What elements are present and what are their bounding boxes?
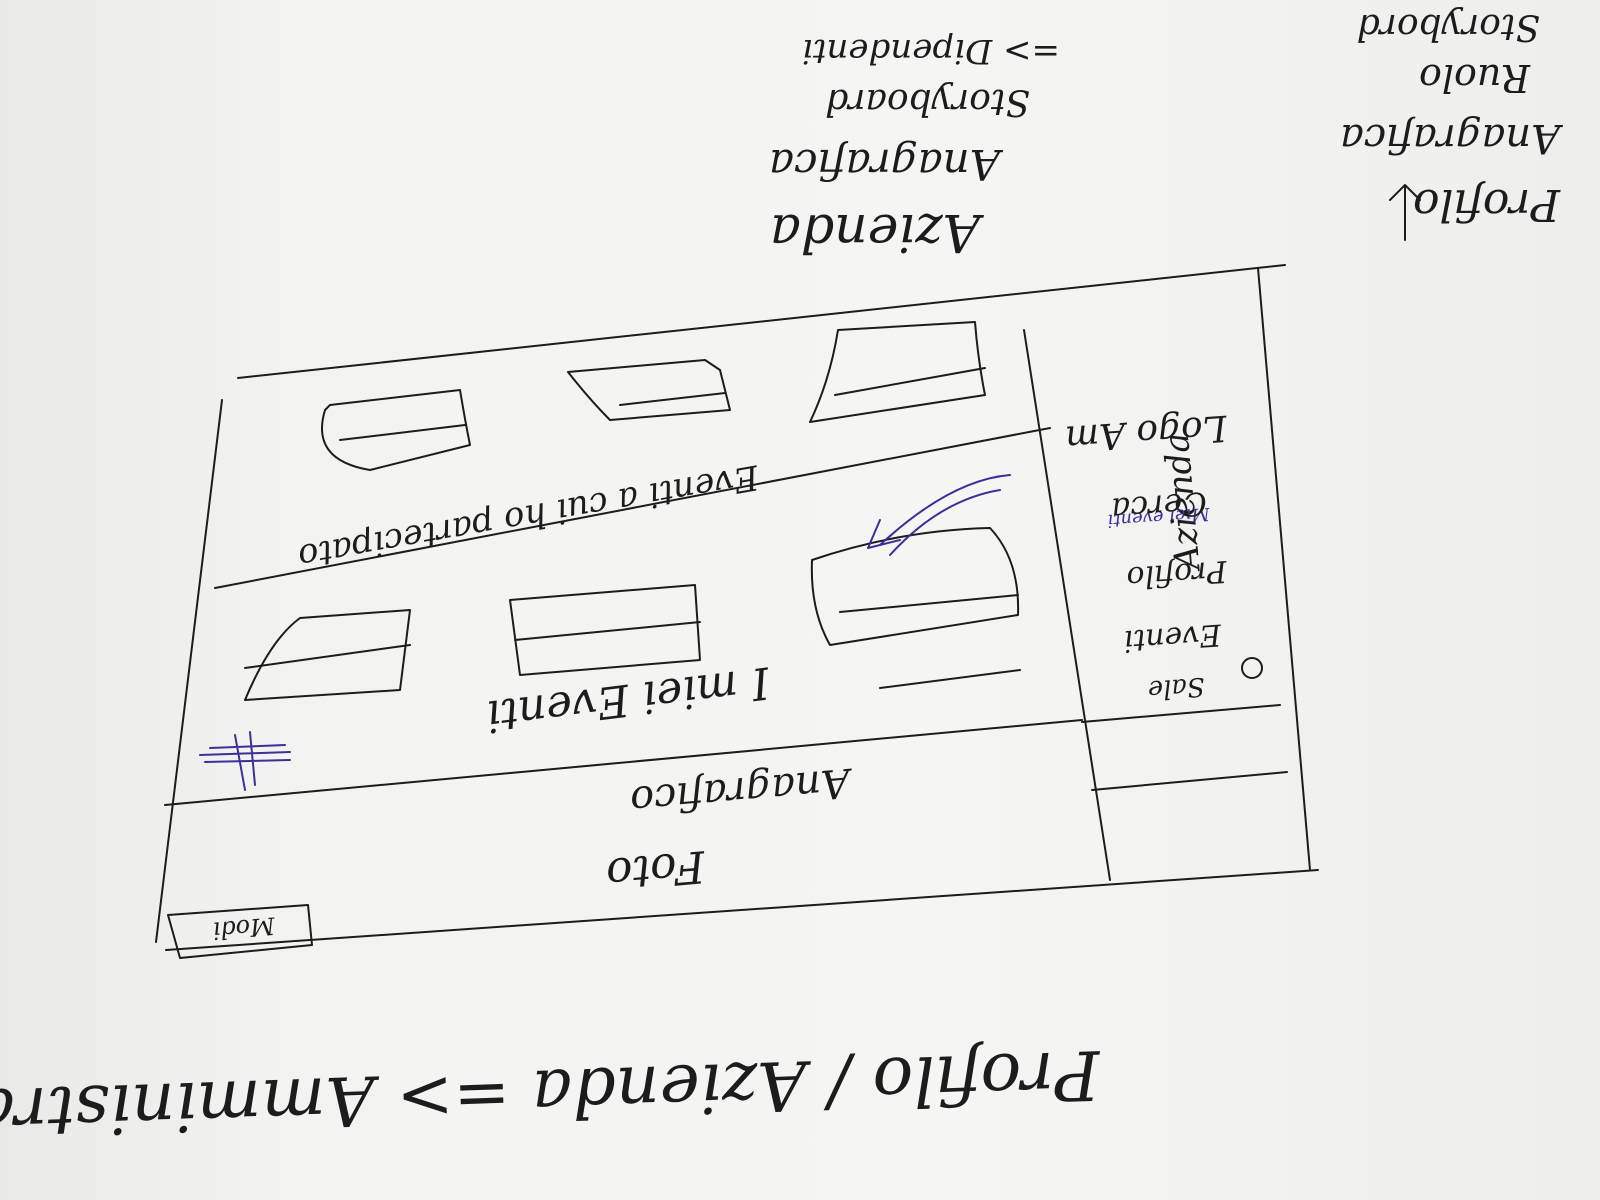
scribble-lines bbox=[199, 731, 291, 791]
button-label: Modi bbox=[212, 911, 277, 944]
note-anagrafica-azienda: Anagrafica bbox=[769, 140, 1004, 189]
arrow-stroke bbox=[889, 489, 1001, 556]
note-storybord: Storybord bbox=[1357, 6, 1540, 47]
wireframe-frame bbox=[155, 264, 1319, 951]
frame-top-line bbox=[237, 264, 1286, 379]
note-storyboard: Storyboard bbox=[825, 81, 1030, 122]
section2-title: I miei Eventi bbox=[484, 656, 773, 741]
frame-left-line bbox=[155, 399, 223, 943]
top-right-notes: Profilo Anagrafica Ruolo Storybord bbox=[1340, 6, 1564, 230]
sidebar-item-logo[interactable]: Logo Am bbox=[1064, 407, 1229, 459]
event-card-bar bbox=[834, 367, 986, 396]
title-underline bbox=[879, 669, 1021, 689]
sidebar-item-cerca[interactable]: Cerca bbox=[1110, 484, 1208, 529]
modify-button[interactable] bbox=[167, 904, 313, 959]
frame-right-line bbox=[1257, 267, 1311, 871]
frame-bottom-line bbox=[165, 869, 1319, 951]
note-azienda: Azienda bbox=[770, 202, 984, 262]
sidebar-item-eventi[interactable]: Eventi bbox=[1123, 616, 1224, 658]
scribble-mark bbox=[199, 731, 291, 791]
profile-title-group: Anagrafico bbox=[628, 758, 855, 823]
section-divider-1 bbox=[214, 427, 1051, 589]
profile-icon bbox=[1241, 657, 1263, 679]
sidebar-separator-1 bbox=[1081, 704, 1281, 723]
photo-label-group: Foto bbox=[604, 840, 708, 900]
sidebar-item-profilo[interactable]: Profilo bbox=[1125, 553, 1228, 595]
event-card-bar bbox=[619, 392, 726, 406]
note-ruolo: Ruolo bbox=[1419, 56, 1531, 100]
arrow-head bbox=[867, 519, 901, 549]
event-card[interactable] bbox=[321, 389, 471, 471]
top-center-notes: Azienda Anagrafica Storyboard => Dipende… bbox=[769, 31, 1060, 262]
section1-title: Eventi a cui ho partecipato bbox=[295, 456, 762, 577]
section-divider-2 bbox=[164, 719, 1083, 806]
event-card[interactable] bbox=[244, 609, 411, 701]
sidebar-item-sale[interactable]: Sale bbox=[1147, 671, 1206, 705]
event-card-row-top bbox=[321, 321, 986, 471]
photo-label: Foto bbox=[604, 840, 708, 900]
event-card-bar bbox=[244, 644, 411, 669]
section2-title-group: I miei Eventi bbox=[484, 656, 773, 741]
profile-title: Anagrafico bbox=[628, 758, 855, 823]
event-card[interactable] bbox=[509, 584, 701, 676]
bottom-caption: Profilo / Azienda => Amministratore bbox=[0, 1034, 1103, 1157]
sidebar-divider-line bbox=[1023, 329, 1111, 881]
button-label-group: Modi bbox=[212, 911, 277, 944]
note-dipendenti: => Dipendenti bbox=[802, 31, 1060, 71]
sidebar-items: Sale Eventi Profilo Cerca Logo Am bbox=[1064, 407, 1229, 705]
annotation-arrow bbox=[867, 474, 1011, 556]
up-arrow-icon bbox=[1389, 184, 1421, 241]
event-card-bar bbox=[514, 621, 701, 641]
event-card-highlighted[interactable] bbox=[810, 527, 1020, 646]
bottom-caption-group: Profilo / Azienda => Amministratore bbox=[0, 1034, 1103, 1157]
sidebar-separator-2 bbox=[1091, 771, 1288, 791]
arrow-stroke bbox=[879, 474, 1011, 546]
event-card[interactable] bbox=[567, 359, 731, 421]
event-card-bar bbox=[339, 424, 466, 441]
section1-title-group: Eventi a cui ho partecipato bbox=[295, 456, 762, 577]
event-card[interactable] bbox=[809, 321, 986, 423]
event-card-bar bbox=[839, 594, 1019, 613]
note-profilo: Profilo bbox=[1413, 179, 1561, 230]
note-anagrafica: Anagrafica bbox=[1340, 115, 1564, 161]
